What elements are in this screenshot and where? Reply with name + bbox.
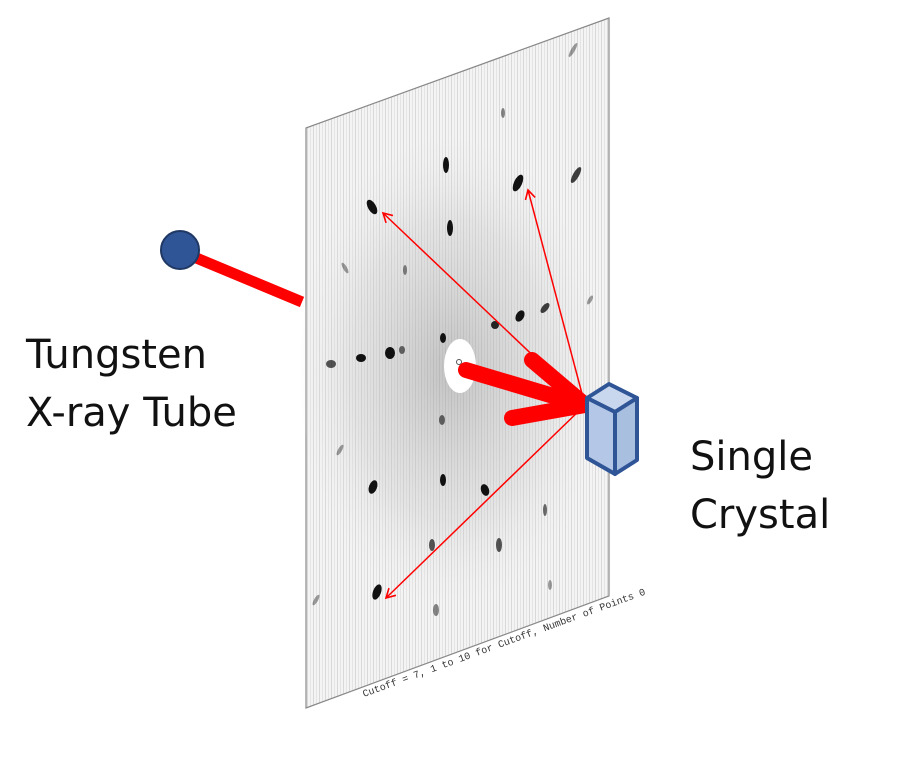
diffraction-spot <box>429 539 435 551</box>
diffraction-spot <box>439 415 445 425</box>
tube-beam <box>179 246 305 308</box>
diffraction-spot <box>443 157 449 173</box>
diffraction-spot <box>491 321 499 329</box>
diffraction-spot <box>548 580 552 590</box>
tube-label: Tungsten X-ray Tube <box>26 326 237 442</box>
diffraction-spot <box>480 484 490 496</box>
diffraction-spot <box>366 199 378 215</box>
diffraction-spots <box>312 43 594 616</box>
diffraction-spot <box>543 504 547 516</box>
diffraction-spot <box>568 43 578 57</box>
crystal-label-line1: Single <box>690 434 813 480</box>
diffraction-spot <box>326 360 336 368</box>
diffraction-spot <box>515 310 525 322</box>
diffraction-spot <box>570 167 582 183</box>
diffracted-beam-arrows <box>381 188 586 600</box>
x-ray-tube-icon <box>160 230 200 270</box>
diffraction-spot <box>341 262 349 274</box>
diffraction-spot <box>368 480 378 494</box>
diffraction-spot <box>440 333 446 343</box>
diffraction-spot <box>403 265 407 275</box>
crystal-label-line2: Crystal <box>690 492 831 538</box>
diffraction-spot <box>586 295 594 305</box>
diffraction-spot <box>336 444 344 456</box>
diffraction-spot <box>447 220 453 236</box>
diffraction-spot <box>372 584 382 600</box>
diffracted-ray-upper <box>524 188 586 406</box>
diffracted-ray-upper-left <box>381 211 586 406</box>
diffraction-spot <box>433 604 439 616</box>
tube-label-line1: Tungsten <box>26 332 207 378</box>
crystal-label: Single Crystal <box>690 428 830 544</box>
tube-label-line2: X-ray Tube <box>26 390 237 436</box>
diffraction-spot <box>385 347 395 359</box>
diffraction-spot <box>540 303 550 313</box>
single-crystal-icon <box>585 382 639 476</box>
diffraction-spot <box>399 346 405 354</box>
diffraction-spot <box>512 174 524 192</box>
diffraction-spot <box>356 354 366 362</box>
diffraction-spot <box>312 594 320 606</box>
diffraction-spot <box>440 474 446 486</box>
diffraction-spot <box>496 538 502 552</box>
diffracted-ray-lower-left <box>384 404 586 600</box>
detector-plate <box>300 17 610 709</box>
diffraction-spot <box>501 108 505 118</box>
